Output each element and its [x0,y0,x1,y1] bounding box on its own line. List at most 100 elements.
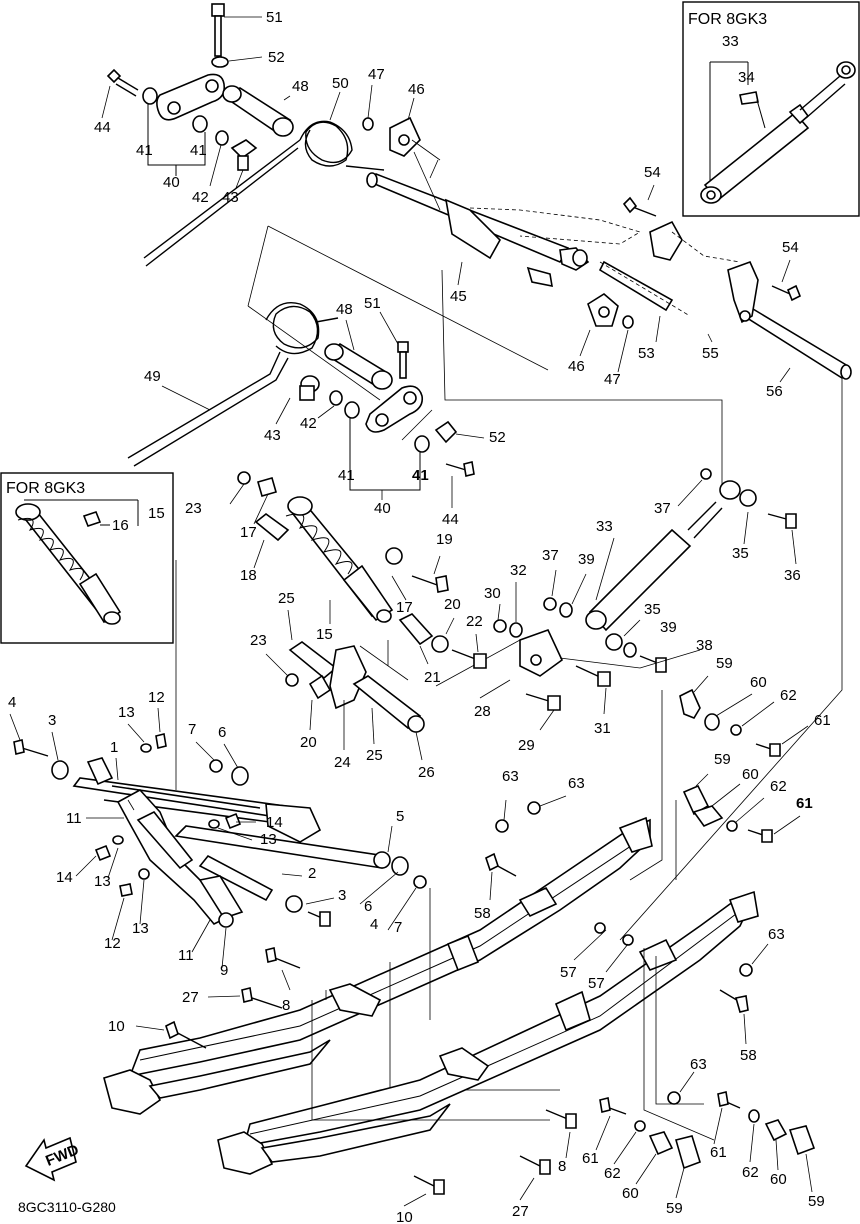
callout-48: 48 [336,301,353,318]
callout-51: 51 [364,295,381,312]
callout-7: 7 [394,919,402,936]
callout-14: 14 [266,814,283,831]
callout-8: 8 [558,1158,566,1175]
callout-13: 13 [94,873,111,890]
callout-11: 11 [66,810,82,827]
callout-32: 32 [510,562,527,579]
callout-62: 62 [604,1165,621,1182]
slide-rail-stoppers-lower [675,773,801,880]
slide-rail-right [217,890,759,1175]
shock-spring-15-inset [15,503,122,625]
callout-51: 51 [266,9,283,26]
inset-left-label-16: 16 [112,517,129,534]
callout-60: 60 [750,674,767,691]
callout-20: 20 [300,734,317,751]
callout-60: 60 [742,766,759,783]
callout-44: 44 [442,511,459,528]
callout-25: 25 [366,747,383,764]
callout-19: 19 [436,531,453,548]
callout-27: 27 [512,1203,529,1220]
callout-40: 40 [163,174,180,191]
callout-25: 25 [278,590,295,607]
rear-shock-absorber-33 [543,468,797,673]
callout-3: 3 [48,712,56,729]
callout-41: 41 [338,467,355,484]
callout-13: 13 [260,831,277,848]
callout-14: 14 [56,869,73,886]
callout-45: 45 [450,288,467,305]
callout-63: 63 [568,775,585,792]
callout-20: 20 [444,596,461,613]
inset-top-label-33: 33 [722,33,739,50]
inset-top-right: FOR 8GK3 33 34 [682,1,860,217]
callout-40: 40 [374,500,391,517]
callout-23: 23 [185,500,202,517]
inset-left-label-15: 15 [148,505,165,522]
callout-9: 9 [220,962,228,979]
collar-48-lower [324,319,393,390]
callout-33: 33 [596,518,613,535]
callout-56: 56 [766,383,783,400]
callout-59: 59 [716,655,733,672]
rail-fasteners [135,795,816,1207]
callout-6: 6 [364,898,372,915]
callout-50: 50 [332,75,349,92]
torsion-spring-50 [143,91,385,267]
callout-17: 17 [240,524,257,541]
callout-60: 60 [622,1185,639,1202]
callout-31: 31 [594,720,611,737]
callout-1: 1 [110,739,118,756]
callout-39: 39 [578,551,595,568]
callout-57: 57 [588,975,605,992]
callout-4: 4 [8,694,16,711]
callout-46: 46 [568,358,585,375]
inset-left: FOR 8GK3 15 16 [0,472,174,644]
plate-46-upper [362,84,421,157]
callout-21: 21 [424,669,441,686]
callout-26: 26 [418,764,435,781]
callout-62: 62 [742,1164,759,1181]
callout-48: 48 [292,78,309,95]
callout-61: 61 [814,712,831,729]
callout-49: 49 [144,368,161,385]
callout-42: 42 [192,189,209,206]
callout-29: 29 [518,737,535,754]
callout-39: 39 [660,619,677,636]
front-shock-absorber-15 [229,471,449,624]
callout-53: 53 [638,345,655,362]
callout-63: 63 [690,1056,707,1073]
upper-link-assembly [101,3,263,189]
slide-rail-left [103,816,653,1115]
callout-61: 61 [796,795,813,812]
callout-27: 27 [182,989,199,1006]
callout-38: 38 [696,637,713,654]
shock-absorber-33-inset [700,61,856,204]
callout-13: 13 [118,704,135,721]
inset-left-title: FOR 8GK3 [6,480,85,497]
callout-62: 62 [780,687,797,704]
callout-60: 60 [770,1171,787,1188]
callout-61: 61 [582,1150,599,1167]
callout-17: 17 [396,599,413,616]
callout-22: 22 [466,613,483,630]
callout-7: 7 [188,721,196,738]
rocker-arm-28 [435,582,701,731]
callout-46: 46 [408,81,425,98]
front-arm-assembly [9,707,427,969]
callout-4: 4 [370,916,378,933]
callout-44: 44 [94,119,111,136]
callout-5: 5 [396,808,404,825]
callout-58: 58 [474,905,491,922]
callout-59: 59 [666,1200,683,1217]
callout-35: 35 [644,601,661,618]
callout-43: 43 [264,427,281,444]
callout-47: 47 [368,66,385,83]
callout-57: 57 [560,964,577,981]
callout-47: 47 [604,371,621,388]
lower-shaft-25 [265,609,425,761]
callout-42: 42 [300,415,317,432]
callout-54: 54 [782,239,799,256]
